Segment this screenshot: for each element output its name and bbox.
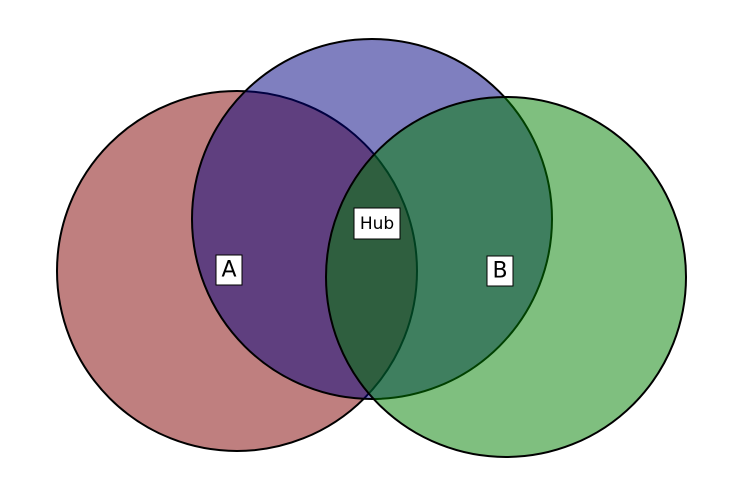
set-label-right-text: B	[492, 259, 507, 284]
intersection-label-center: Hub	[353, 207, 401, 240]
set-label-right: B	[486, 255, 514, 287]
set-label-left-text: A	[221, 258, 236, 283]
intersection-label-center-text: Hub	[360, 214, 394, 234]
set-label-left: A	[215, 254, 243, 286]
set-circles	[56, 38, 687, 458]
